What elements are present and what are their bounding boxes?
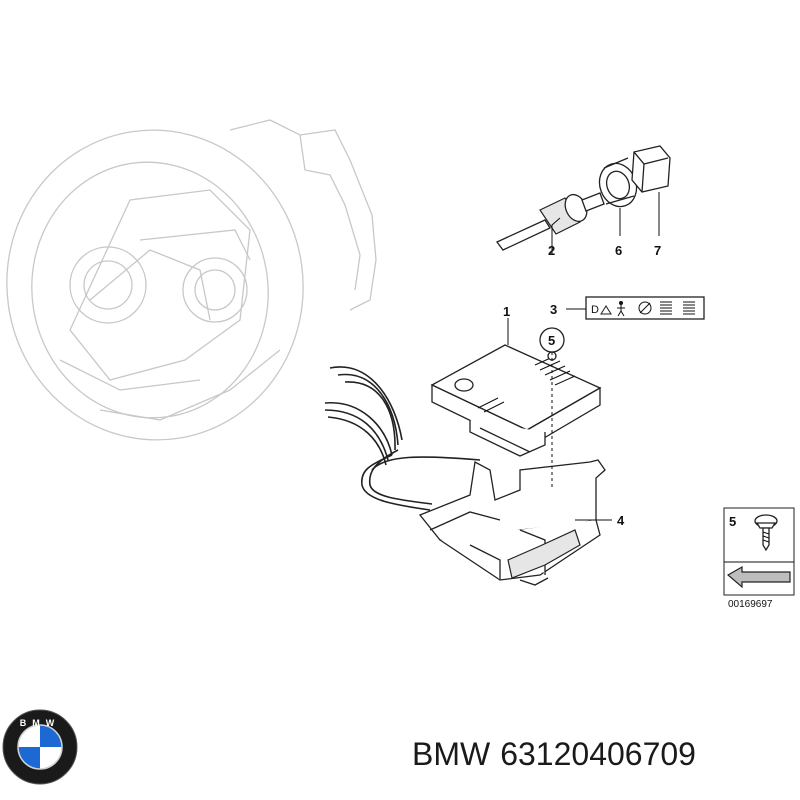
control-unit bbox=[430, 344, 602, 457]
callout-7: 7 bbox=[654, 243, 661, 258]
arrow-icon bbox=[726, 565, 791, 589]
callout-5-circle bbox=[539, 327, 565, 353]
fastener-legend: 5 00169697 bbox=[723, 507, 795, 610]
caption-part-number: 63120406709 bbox=[500, 736, 696, 772]
callout-2: 2 bbox=[548, 243, 555, 258]
diagram-number: 00169697 bbox=[728, 599, 773, 610]
headlight-housing-ghost bbox=[6, 119, 377, 441]
legend-callout-5: 5 bbox=[729, 514, 736, 529]
callout-1: 1 bbox=[503, 304, 510, 319]
xenon-bulb bbox=[495, 192, 605, 251]
svg-text:D: D bbox=[591, 304, 599, 316]
callout-6: 6 bbox=[615, 243, 622, 258]
igniter-cap bbox=[631, 145, 671, 193]
callout-numbers: 1 2 3 4 5 6 7 bbox=[503, 243, 661, 528]
bmw-logo: BMW bbox=[2, 709, 78, 785]
callout-5: 5 bbox=[548, 333, 555, 348]
retaining-ring bbox=[598, 157, 638, 208]
caption-brand: BMW bbox=[412, 736, 491, 772]
screw-icon bbox=[754, 514, 778, 552]
bmw-logo-text: BMW bbox=[20, 718, 61, 728]
leader-lines bbox=[507, 192, 660, 521]
warning-label: D bbox=[585, 296, 705, 320]
bracket bbox=[418, 459, 606, 586]
callout-4: 4 bbox=[617, 513, 625, 528]
callout-3: 3 bbox=[550, 302, 557, 317]
wiring-harness bbox=[324, 366, 481, 511]
